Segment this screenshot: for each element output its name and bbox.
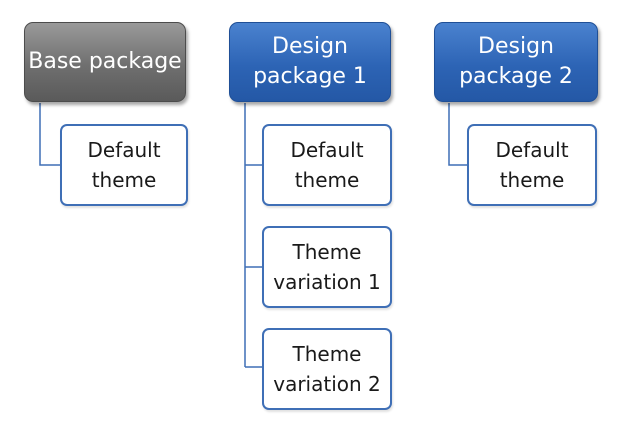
dp1-default-theme-node: Default theme [262, 124, 392, 206]
design-package-1-node: Design package 1 [229, 22, 391, 102]
base-package-node: Base package [24, 22, 186, 102]
dp1-theme-variation-2-node: Theme variation 2 [262, 328, 392, 410]
base-default-theme-node: Default theme [60, 124, 188, 206]
connector-dp2-default [448, 103, 467, 166]
dp2-default-theme-node: Default theme [467, 124, 597, 206]
dp1-theme-variation-1-node: Theme variation 1 [262, 226, 392, 308]
design-package-2-node: Design package 2 [434, 22, 598, 102]
connector-base-default [39, 103, 60, 166]
